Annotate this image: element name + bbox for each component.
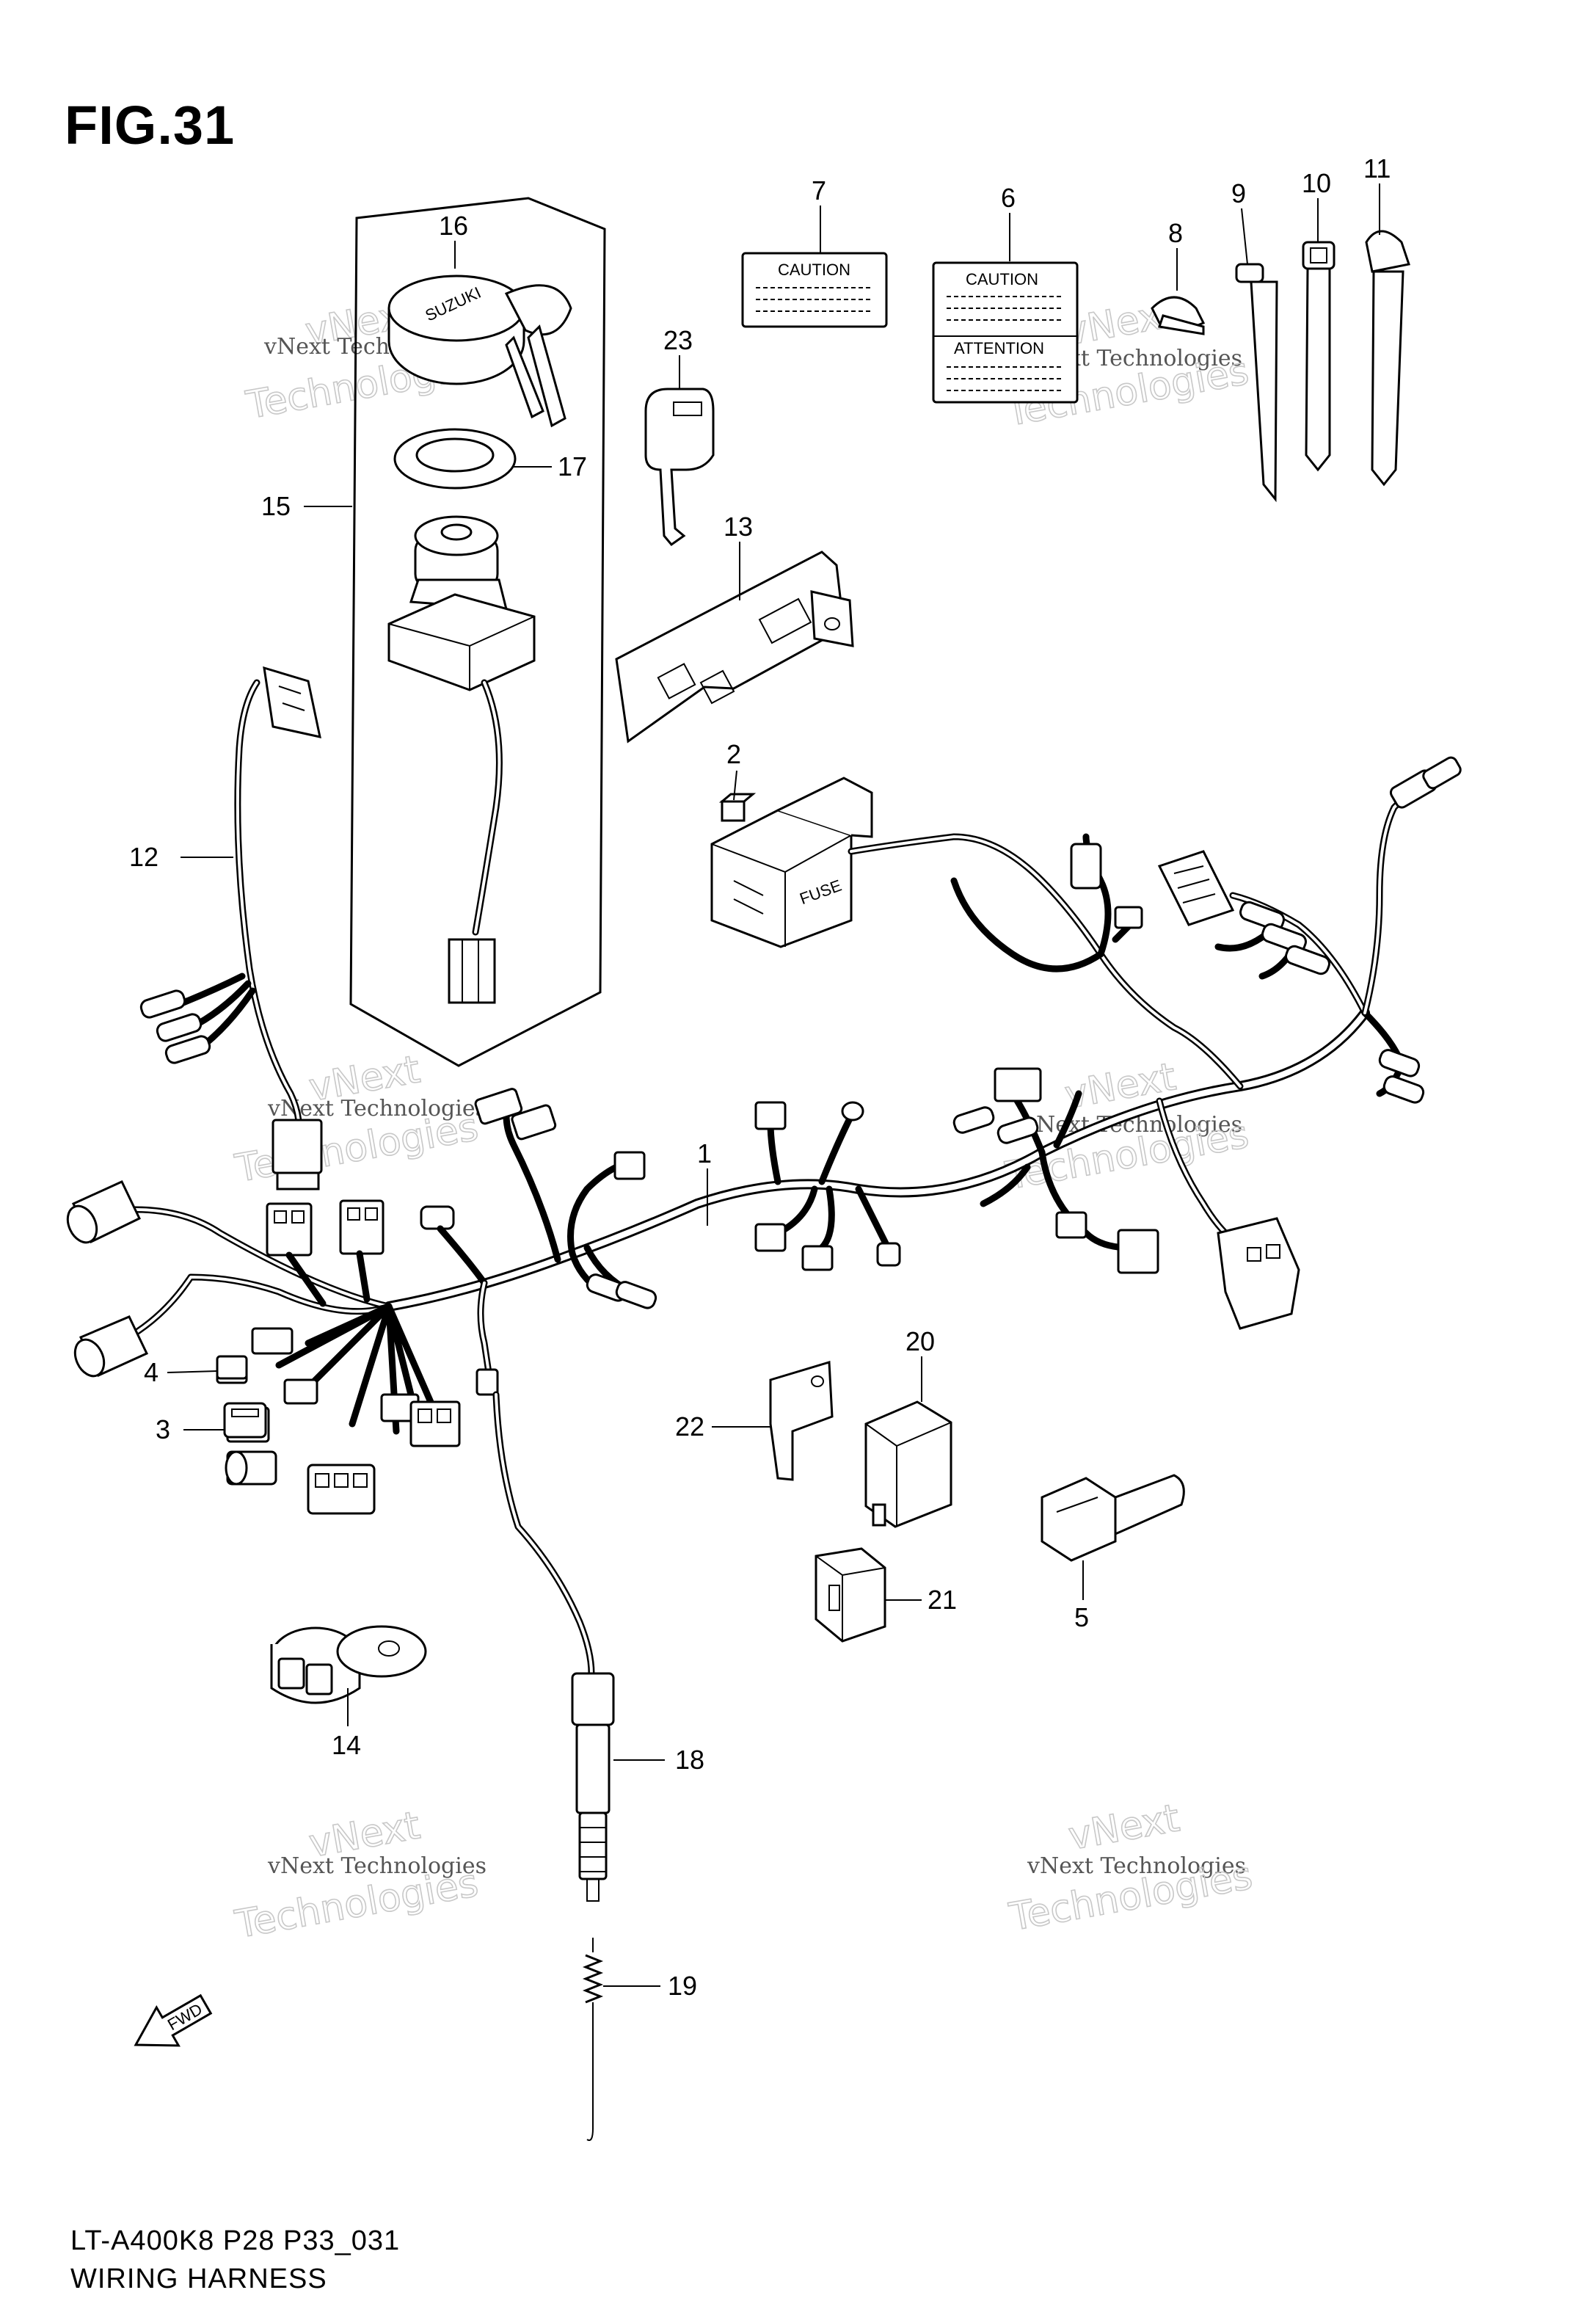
callout-9: 9 — [1231, 178, 1246, 208]
watermark: vNext vNext Technologies Technologies — [231, 1047, 487, 1192]
callout-22: 22 — [675, 1411, 704, 1442]
callout-4: 4 — [144, 1357, 158, 1387]
callout-10: 10 — [1302, 168, 1331, 198]
callout-20: 20 — [906, 1326, 935, 1356]
callout-6: 6 — [1001, 183, 1016, 213]
callout-2: 2 — [726, 739, 741, 769]
sensor-part — [492, 1391, 615, 1902]
key-part — [644, 388, 715, 547]
cable-tie-9 — [1235, 263, 1278, 503]
caution-label-part: CAUTION — [741, 252, 888, 328]
cable-tie-11 — [1365, 230, 1410, 487]
fuse-box: FUSE — [710, 777, 873, 948]
cable-tie-10 — [1302, 241, 1336, 472]
bracket-part — [769, 1361, 834, 1481]
svg-text:vNext Technologies: vNext Technologies — [267, 1853, 487, 1879]
watermark: vNext vNext Technologies Technologies — [1005, 1796, 1256, 1941]
fuse-part — [718, 793, 757, 822]
callout-12: 12 — [129, 842, 158, 872]
svg-text:CAUTION: CAUTION — [778, 261, 850, 279]
switch-body — [387, 515, 536, 1004]
spring-part — [582, 1938, 604, 2141]
coupler-part — [815, 1547, 886, 1643]
callout-3: 3 — [156, 1414, 170, 1444]
watermark: vNext vNext Technologies Technologies — [231, 1803, 487, 1948]
callout-13: 13 — [724, 512, 753, 542]
ignition-switch-assembly: SUZUKI — [349, 197, 606, 1067]
connector-cap-part — [223, 1402, 267, 1439]
relay-part — [864, 1400, 952, 1528]
callout-19: 19 — [668, 1971, 697, 2001]
fuse-box-bracket-part — [615, 550, 854, 744]
callout-7: 7 — [812, 175, 826, 206]
callout-5: 5 — [1074, 1602, 1089, 1632]
svg-text:vNext Technologies: vNext Technologies — [267, 1096, 487, 1122]
model-code: LT-A400K8 P28 P33_031 — [70, 2225, 401, 2256]
figure-caption: WIRING HARNESS — [70, 2264, 327, 2294]
callout-18: 18 — [675, 1745, 704, 1775]
callout-16: 16 — [439, 211, 468, 241]
key-cover-part: SUZUKI — [387, 275, 572, 428]
sensor-connector-part — [1041, 1474, 1185, 1562]
callout-17: 17 — [558, 451, 587, 481]
callout-23: 23 — [663, 325, 693, 355]
nut-part — [393, 428, 517, 490]
callout-1: 1 — [697, 1138, 712, 1168]
main-harness-part — [66, 756, 1462, 1515]
svg-text:vNext Technologies: vNext Technologies — [1027, 1853, 1246, 1879]
callout-21: 21 — [928, 1585, 957, 1615]
clamp-part — [1151, 296, 1206, 335]
figure-title: FIG.31 — [65, 95, 236, 156]
callout-8: 8 — [1168, 218, 1183, 248]
callout-11: 11 — [1363, 153, 1391, 183]
svg-text:vNext: vNext — [1065, 1796, 1183, 1858]
callout-14: 14 — [332, 1730, 361, 1760]
callouts: 1 2 3 4 5 6 7 8 9 10 — [129, 153, 1391, 2001]
svg-text:CAUTION: CAUTION — [966, 270, 1038, 288]
sub-harness-part — [139, 666, 323, 1190]
connector-small-part — [216, 1355, 248, 1380]
svg-text:ATTENTION: ATTENTION — [954, 339, 1044, 357]
switch-part — [270, 1625, 427, 1704]
forward-arrow-icon: FWD — [134, 1993, 213, 2047]
caution-attention-label-part: CAUTION ATTENTION — [932, 261, 1079, 404]
callout-15: 15 — [261, 491, 291, 521]
